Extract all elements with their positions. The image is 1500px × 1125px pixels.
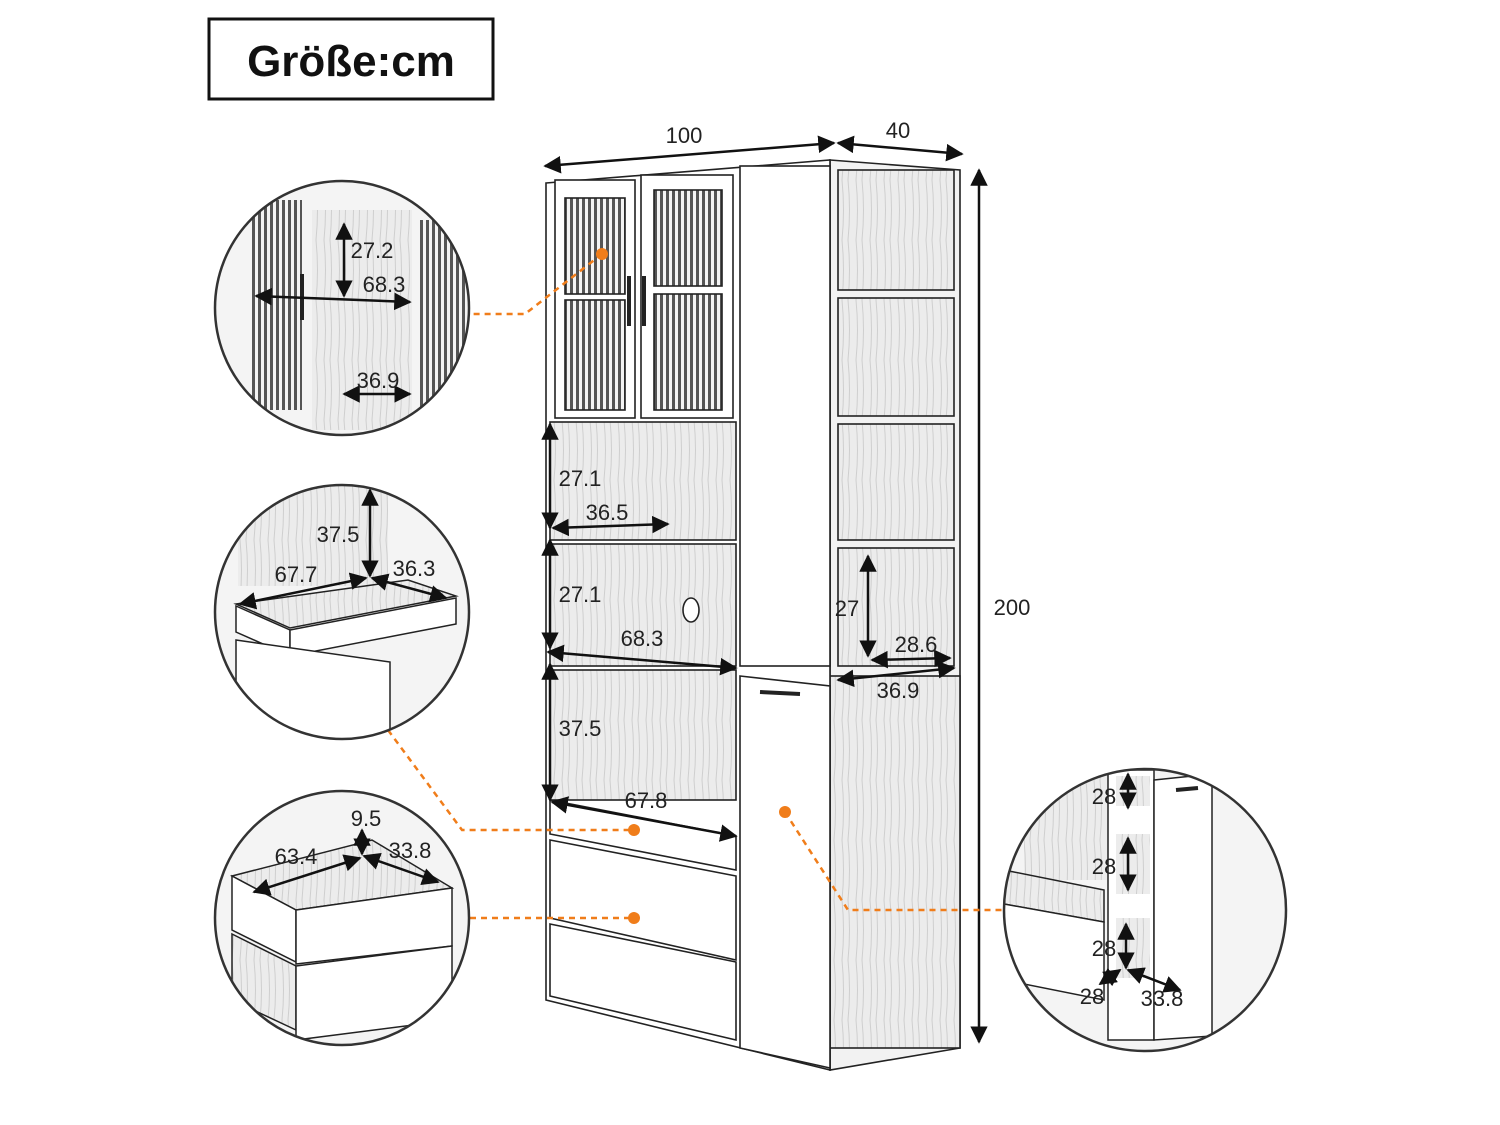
drawer-depth-label: 33.8: [389, 838, 432, 863]
cabinet-dimension-labels: 100 40 200 27.1 36.5 27.1 68.3 37.5 67.8…: [559, 118, 1031, 813]
detail-glass-cabinet: 27.2 68.3 36.9: [213, 179, 471, 437]
shelf-height-label: 37.5: [317, 522, 360, 547]
pantry-width-label: 28: [1080, 984, 1104, 1009]
glass-width-label: 68.3: [363, 272, 406, 297]
mid-shelf-width-label: 68.3: [621, 626, 664, 651]
width-label: 100: [666, 123, 703, 148]
callout-dots: [596, 248, 791, 924]
size-unit-label: Größe:cm: [207, 17, 495, 101]
pantry-h1-label: 28: [1092, 784, 1116, 809]
svg-text:Größe:cm: Größe:cm: [247, 37, 455, 86]
shelf-width-label: 67.7: [275, 562, 318, 587]
cabinet-dimension-lines: [541, 135, 988, 1044]
detail-pullout-shelf: 37.5 67.7 36.3: [213, 483, 471, 741]
depth-label: 40: [886, 118, 910, 143]
drawer-height-label: 9.5: [351, 806, 382, 831]
glass-height-label: 27.2: [351, 238, 394, 263]
pantry-h2-label: 28: [1092, 854, 1116, 879]
pantry-depth-label: 33.8: [1141, 986, 1184, 1011]
side-depth-label: 36.9: [877, 678, 920, 703]
height-label: 200: [994, 595, 1031, 620]
lower-open-height-label: 37.5: [559, 716, 602, 741]
pantry-h3-label: 28: [1092, 936, 1116, 961]
side-shelf-height-label: 27: [835, 596, 859, 621]
detail-drawers: 9.5 63.4 33.8: [213, 789, 471, 1047]
shelf-depth-label: 36.3: [393, 556, 436, 581]
detail-pullout-pantry: 28 28 28 28 33.8: [1002, 767, 1288, 1053]
cabinet-drawing: [545, 159, 961, 1072]
mid-shelf-height-label: 27.1: [559, 582, 602, 607]
upper-shelf-width-label: 36.5: [586, 500, 629, 525]
side-shelf-width-label: 28.6: [895, 632, 938, 657]
upper-shelf-height-label: 27.1: [559, 466, 602, 491]
drawer-width-label: 63.4: [275, 844, 318, 869]
lower-open-width-label: 67.8: [625, 788, 668, 813]
glass-depth-label: 36.9: [357, 368, 400, 393]
callout-connectors: [386, 253, 1004, 920]
